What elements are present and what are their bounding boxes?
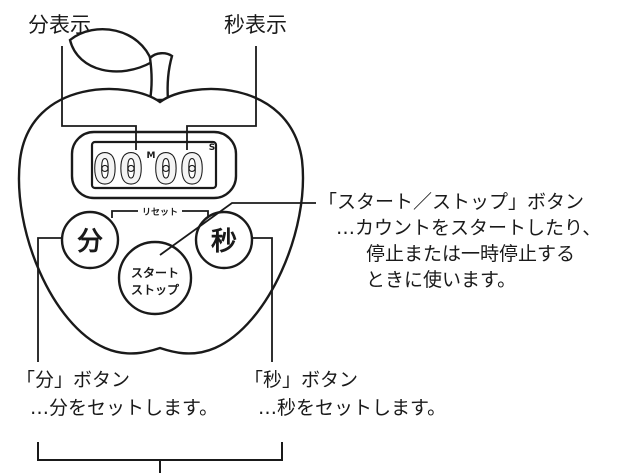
reset-label: リセット xyxy=(142,207,178,218)
minute-unit: M xyxy=(147,151,156,161)
start-stop-label-line1: スタート xyxy=(131,266,179,280)
start-stop-callout-line2: 停止または一時停止する xyxy=(366,243,576,265)
second-button-callout-title: 「秒」ボタン xyxy=(244,369,359,391)
start-stop-button[interactable] xyxy=(117,240,193,316)
second-button-label: 秒 xyxy=(211,227,237,257)
start-stop-callout-line1: …カウントをスタートしたり、 xyxy=(336,217,602,239)
second-display-label: 秒表示 xyxy=(224,13,287,37)
leader-second-display xyxy=(186,46,257,150)
leader-minute-button xyxy=(37,237,62,362)
minute-digits: 00 xyxy=(93,147,145,193)
second-button-callout-desc: …秒をセットします。 xyxy=(258,397,447,419)
leader-start-stop xyxy=(159,202,316,256)
lcd-screen xyxy=(90,140,218,190)
leader-second-button xyxy=(252,237,273,362)
minute-button-label: 分 xyxy=(77,227,103,257)
second-unit: S xyxy=(209,143,215,153)
minute-button-callout-title: 「分」ボタン xyxy=(16,369,131,391)
minute-button[interactable] xyxy=(60,210,120,270)
start-stop-label-line2: ストップ xyxy=(131,282,180,297)
bottom-bracket xyxy=(37,442,283,473)
start-stop-callout-line3: ときに使います。 xyxy=(366,269,517,291)
minute-button-callout-desc: …分をセットします。 xyxy=(30,397,219,419)
minute-display-label: 分表示 xyxy=(28,13,91,37)
apple-stem xyxy=(148,52,174,102)
second-digits: 00 xyxy=(154,147,206,193)
start-stop-callout-title: 「スタート／ストップ」ボタン xyxy=(318,191,585,213)
second-button[interactable] xyxy=(194,210,254,270)
leader-minute-display xyxy=(61,46,137,150)
